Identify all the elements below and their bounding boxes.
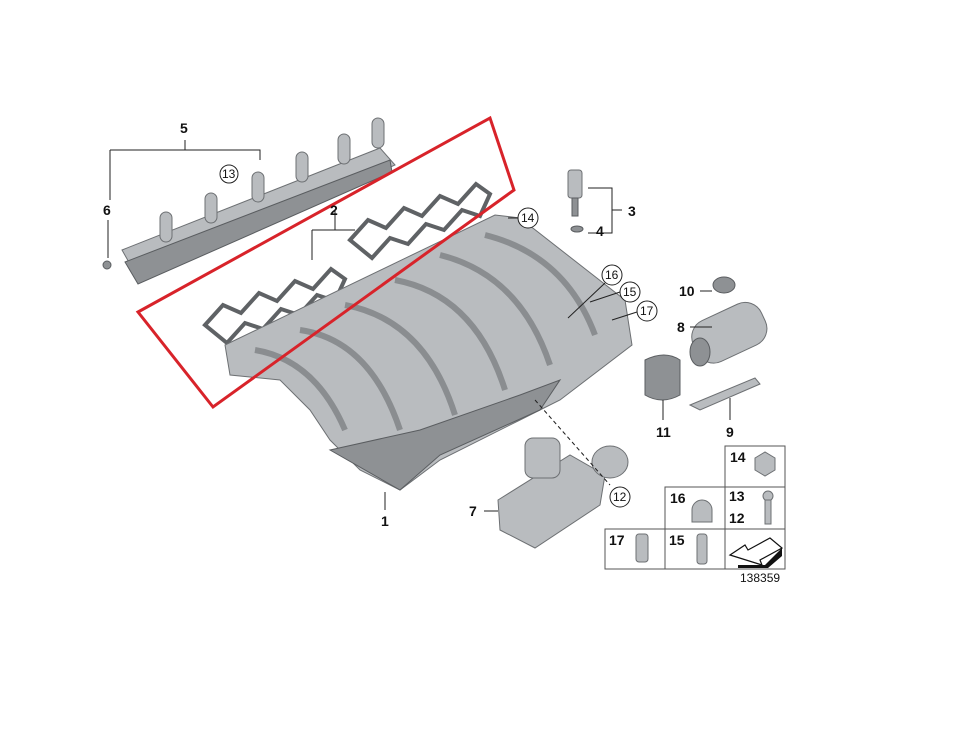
callout-16: 16 xyxy=(605,268,619,282)
callout-12: 12 xyxy=(613,490,627,504)
callout-11: 11 xyxy=(656,424,671,440)
diagram-number: 138359 xyxy=(740,571,780,585)
callout-8: 8 xyxy=(677,319,685,335)
callout-10: 10 xyxy=(679,283,695,299)
screw-icon xyxy=(762,490,774,525)
callout-circle-12 xyxy=(609,486,631,508)
actuator-part[interactable] xyxy=(497,437,629,549)
cap-part[interactable] xyxy=(712,276,736,294)
gasket-set-part[interactable] xyxy=(202,181,493,346)
legend-16: 16 xyxy=(670,490,686,506)
pin-icon xyxy=(696,533,708,565)
fuel-rail-part[interactable] xyxy=(121,117,396,285)
callout-13: 13 xyxy=(222,167,236,181)
sleeve-icon xyxy=(635,533,649,563)
callout-circle-14 xyxy=(517,207,539,229)
idle-valve-part[interactable] xyxy=(686,297,773,369)
legend-12: 12 xyxy=(729,510,745,526)
legend-17: 17 xyxy=(609,532,625,548)
legend-14: 14 xyxy=(730,449,746,465)
nut-icon xyxy=(754,451,776,477)
callout-5: 5 xyxy=(180,120,188,136)
callout-6: 6 xyxy=(103,202,111,218)
callout-7: 7 xyxy=(469,503,477,519)
cap-nut-icon xyxy=(691,499,713,523)
callout-3: 3 xyxy=(628,203,636,219)
callout-circle-13 xyxy=(219,164,239,184)
arrow-icon xyxy=(728,537,784,568)
callout-17: 17 xyxy=(640,304,654,318)
callout-circle-17 xyxy=(636,300,658,322)
o-ring-part[interactable] xyxy=(102,260,112,270)
callout-circle-16 xyxy=(601,264,623,286)
callout-1: 1 xyxy=(381,513,389,529)
legend-13: 13 xyxy=(729,488,745,504)
sensor-part[interactable] xyxy=(567,169,583,217)
bracket-part[interactable] xyxy=(688,377,761,411)
callout-9: 9 xyxy=(726,424,734,440)
callout-14: 14 xyxy=(521,211,535,225)
washer-part[interactable] xyxy=(570,225,584,233)
highlight-frame xyxy=(135,115,516,410)
legend-15: 15 xyxy=(669,532,685,548)
rubber-mount-part[interactable] xyxy=(644,354,681,401)
fastener-legend-table xyxy=(604,445,786,570)
callout-4: 4 xyxy=(596,223,604,239)
callout-2: 2 xyxy=(330,202,338,218)
callout-15: 15 xyxy=(623,285,637,299)
callout-circle-15 xyxy=(619,281,641,303)
